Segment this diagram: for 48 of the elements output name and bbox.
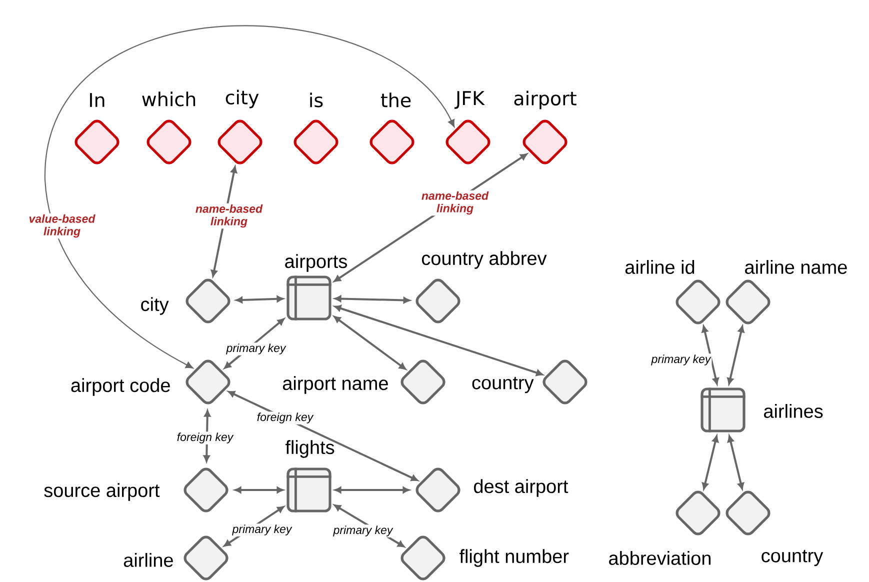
arrow [727, 435, 744, 490]
edge-label: name-based linking [188, 203, 270, 229]
table-name: flights [285, 440, 334, 458]
column-name: country [472, 376, 534, 394]
question-word: airport [514, 90, 576, 110]
table-name: airlines [764, 404, 823, 418]
edge-label: primary key [332, 524, 394, 538]
arrow [727, 326, 744, 385]
arrow [334, 486, 410, 494]
arrow [334, 296, 410, 304]
edge-label: name-based linking [414, 190, 496, 216]
edge-label: primary key [225, 342, 287, 356]
column-name: source airport [44, 483, 160, 501]
column-name: airport name [282, 376, 388, 394]
arrow [702, 435, 719, 490]
arrow [236, 296, 284, 304]
column-name: airport code [71, 378, 170, 396]
edge-label: value-based linking [21, 213, 103, 239]
edge-label: primary key [231, 524, 293, 536]
table-name: airports [285, 254, 347, 272]
column-name: city [141, 297, 169, 315]
question-word: city [226, 90, 259, 108]
arrow [334, 316, 406, 370]
column-name: flight number [459, 549, 569, 567]
column-name: country abbrev [422, 251, 547, 269]
column-name: country [762, 550, 824, 566]
arrow [203, 410, 211, 462]
question-word: In [90, 93, 104, 107]
arrow [334, 305, 543, 376]
edge-label: foreign key [176, 432, 234, 444]
arrow [44, 26, 455, 369]
arrow [224, 318, 284, 369]
arrow [234, 486, 284, 494]
question-word: JFK [454, 91, 485, 109]
column-name: abbreviation [609, 551, 710, 565]
arrow [210, 166, 238, 277]
question-word: is [310, 92, 323, 108]
edge-label: primary key [650, 354, 712, 366]
edge-label: foreign key [256, 412, 314, 424]
column-name: airline [124, 553, 173, 567]
column-name: airline id [625, 260, 694, 274]
arrow [224, 506, 284, 547]
column-name: dest airport [474, 479, 568, 497]
question-word: the [380, 92, 411, 108]
arrow [228, 390, 418, 482]
column-name: airline name [745, 260, 847, 274]
question-word: which [142, 92, 196, 106]
arrow [702, 326, 719, 385]
